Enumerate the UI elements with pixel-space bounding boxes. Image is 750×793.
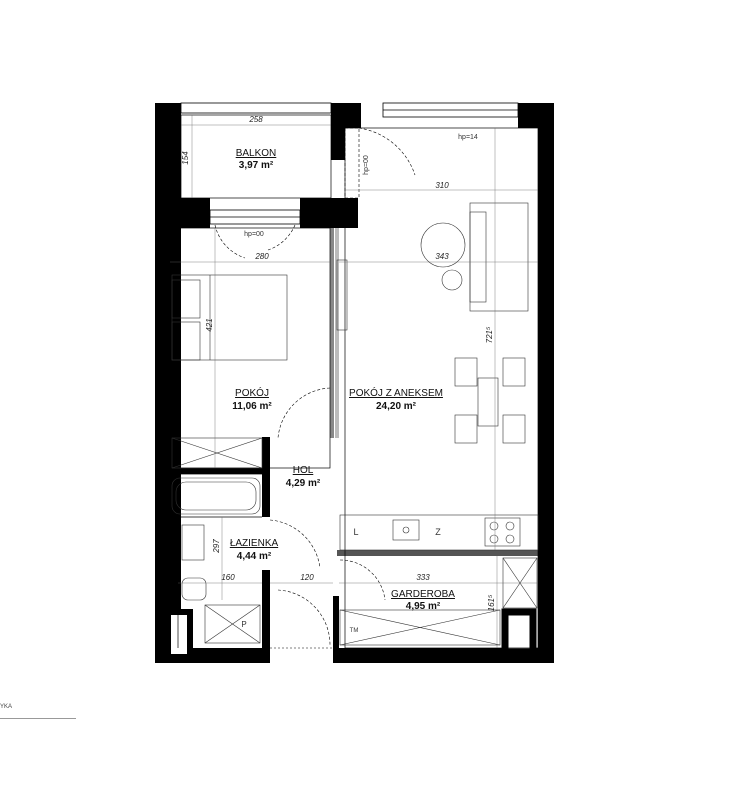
wall-balcony-left [155, 103, 181, 203]
footer-line [0, 718, 76, 719]
wall-hol-left [262, 437, 270, 517]
note-hp-top: hp=14 [458, 134, 478, 141]
outlines [169, 114, 539, 649]
bathtub [171, 477, 261, 515]
room-area-garderoba: 4,95 m² [406, 601, 441, 612]
washer-box [204, 604, 261, 644]
room-area-pokoj: 11,06 m² [232, 401, 272, 412]
dim-pokoj-width: 280 [254, 252, 269, 261]
room-area-aneks: 24,20 m² [376, 401, 417, 412]
dimension-lines [170, 115, 538, 648]
wall-bottom-right [333, 648, 554, 663]
wall-garderoba-top [337, 550, 538, 556]
wall-partition-pokoj-aneks [330, 228, 334, 438]
dim-lazienka-depth: 297 [212, 539, 221, 554]
wardrobe-pokoj [171, 437, 263, 469]
bed [171, 274, 288, 361]
dim-garderoba-width: 333 [416, 573, 430, 582]
wall-balcony-bottom-mid [300, 198, 358, 228]
dim-pokoj-depth: 421 [205, 318, 214, 331]
room-name-aneks: POKÓJ Z ANEKSEM [349, 386, 443, 399]
kitchen-counter [339, 514, 539, 551]
round-table [420, 222, 466, 268]
toilet [181, 577, 207, 601]
garderoba-shelf [339, 609, 501, 646]
wall-column-bl [165, 609, 193, 660]
appliance-wm-letter: TM [350, 628, 359, 634]
dim-lazienka-width: 160 [221, 573, 235, 582]
note-hp-side: hp=00 [363, 155, 370, 175]
wall-pokoj-bath [170, 468, 262, 474]
dim-balkon-width: 258 [248, 115, 263, 124]
dining-table [477, 377, 499, 427]
furniture [171, 202, 539, 646]
room-area-hol: 4,29 m² [286, 478, 321, 489]
room-name-lazienka: ŁAZIENKA [230, 538, 279, 549]
appliance-dryer-letter: Z [435, 527, 441, 537]
footer-text: YKA [0, 704, 13, 710]
windows [180, 102, 519, 225]
bath-sink [181, 524, 205, 561]
wall-right-outer [538, 103, 554, 663]
dim-aneks-depth: 721⁵ [485, 326, 494, 343]
doors [214, 127, 416, 649]
room-name-hol: HOL [293, 465, 314, 476]
wall-hol-left-lower [262, 570, 270, 650]
walls [155, 103, 554, 663]
dim-aneks-width: 343 [435, 252, 449, 261]
wall-balcony-bottom-left [155, 198, 210, 228]
wall-garderoba-left [333, 596, 339, 651]
room-name-garderoba: GARDEROBA [391, 589, 455, 600]
dim-garderoba-depth: 161⁵ [487, 594, 496, 611]
room-area-balkon: 3,97 m² [239, 160, 274, 171]
wall-partition-pokoj-aneks-b [335, 228, 339, 438]
note-hp-pokoj: hp=00 [244, 231, 264, 238]
wall-top-middle-2 [331, 120, 345, 160]
room-name-balkon: BALKON [236, 148, 277, 159]
sofa [469, 202, 529, 312]
inner-walls [170, 228, 538, 651]
window-balcony [180, 102, 332, 114]
dim-hol-width: 120 [300, 573, 314, 582]
appliance-washer-letter: P [241, 620, 246, 629]
wall-column-br [501, 608, 537, 656]
room-area-lazienka: 4,44 m² [237, 551, 272, 562]
appliance-fridge-letter: L [353, 527, 358, 537]
dim-aneks-top: 310 [435, 181, 449, 190]
dim-balkon-depth: 154 [181, 151, 190, 165]
room-name-pokoj: POKÓJ [235, 386, 269, 399]
